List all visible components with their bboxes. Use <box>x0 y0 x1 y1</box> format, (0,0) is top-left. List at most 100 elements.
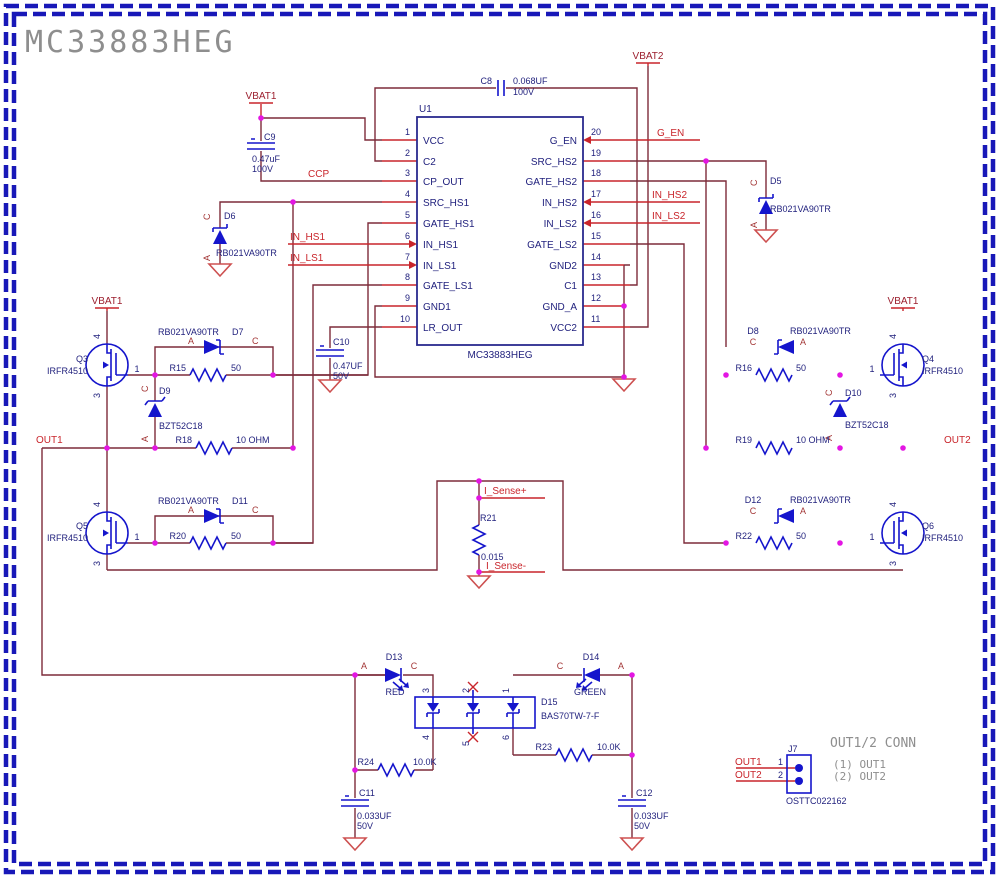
pin-num: 20 <box>591 127 601 137</box>
c9-plates <box>247 138 275 150</box>
pin-name: GATE_LS2 <box>527 240 577 251</box>
q4-symbol <box>880 344 904 386</box>
pin-name: IN_HS2 <box>542 198 577 209</box>
j7-pin1-num: 1 <box>778 757 783 767</box>
r16-val: 50 <box>796 363 806 373</box>
d9-part: BZT52C18 <box>159 421 203 431</box>
d8-c: C <box>750 337 757 347</box>
arrow-in-hs1 <box>409 240 417 248</box>
ic-part: MC33883HEG <box>467 350 532 361</box>
diode-d6: C D6 RB021VA90TR A <box>202 211 277 261</box>
diode-d10: C D10 BZT52C18 A <box>824 388 889 441</box>
r20-zigzag <box>189 535 227 551</box>
d10-bar <box>829 396 851 406</box>
q6-ref: Q6 <box>922 521 934 531</box>
d13-triangle <box>385 668 401 682</box>
d15-ref: D15 <box>541 697 558 707</box>
j7-pin1-pad <box>795 764 803 772</box>
d8-part: RB021VA90TR <box>790 326 851 336</box>
net-i-sense-minus: I_Sense- <box>486 561 526 572</box>
led-d14: C D14 A GREEN <box>557 652 624 697</box>
d15-pin1: 1 <box>501 688 511 693</box>
q3-ref: Q3 <box>76 354 88 364</box>
resistor-r21: R21 0.015 <box>471 513 504 562</box>
resistor-r16: R16 50 <box>735 363 806 383</box>
ground-symbols <box>207 229 779 852</box>
j7-net1: OUT1 <box>735 757 762 768</box>
j7-pin2-pad <box>795 777 803 785</box>
d10-triangle <box>833 403 847 417</box>
q5-arrow <box>103 529 109 537</box>
d8-bar <box>774 339 782 355</box>
ic-body <box>416 116 584 346</box>
pin-num: 8 <box>405 272 410 282</box>
c10-val: 0.47UF <box>333 361 363 371</box>
diode-d12: D12 C RB021VA90TR A <box>745 495 851 524</box>
r23-ref: R23 <box>535 742 552 752</box>
resistor-r15: R15 50 <box>169 363 241 383</box>
d5-part: RB021VA90TR <box>770 204 831 214</box>
d15-diode3 <box>507 703 519 712</box>
c10-volt: 50V <box>333 371 349 381</box>
gnd-c11 <box>342 837 368 852</box>
page-title: MC33883HEG <box>25 25 236 60</box>
r24-val: 10.0K <box>413 757 437 767</box>
d6-triangle <box>213 230 227 244</box>
d15-no-connect-x <box>467 681 479 743</box>
resistor-r23: R23 10.0K <box>535 742 621 763</box>
junction-dots <box>104 115 906 773</box>
net-in-ls2: IN_LS2 <box>652 211 686 222</box>
r15-val: 50 <box>231 363 241 373</box>
d7-bar <box>216 339 224 355</box>
net-i-sense-plus: I_Sense+ <box>484 486 527 497</box>
q3-part: IRFR4510 <box>47 366 88 376</box>
wire-right <box>623 160 767 544</box>
d15-pin2: 2 <box>461 688 471 693</box>
pin-name: G_EN <box>550 136 577 147</box>
pin-num: 11 <box>591 314 600 324</box>
q5-symbol <box>106 512 128 554</box>
d11-a: A <box>188 505 194 515</box>
c12-plates <box>618 795 646 807</box>
net-g-en: G_EN <box>657 128 684 139</box>
net-in-ls1: IN_LS1 <box>290 253 324 264</box>
pin-name: IN_LS1 <box>423 261 457 272</box>
j7-note1: (1) OUT1 <box>833 758 886 771</box>
d6-bar <box>212 224 228 232</box>
gnd-r21 <box>466 575 492 590</box>
pin-num: 19 <box>591 148 601 158</box>
d5-triangle <box>759 200 773 214</box>
j7-box <box>786 754 812 794</box>
diode-d11: RB021VA90TR D11 A C <box>158 496 259 524</box>
q3-symbol <box>106 344 128 386</box>
d15-part: BAS70TW-7-F <box>541 711 600 721</box>
d5-bar <box>758 194 774 202</box>
wire-bottom <box>354 674 633 838</box>
q5-pin-source: 3 <box>92 561 102 566</box>
d11-ref: D11 <box>232 496 248 506</box>
d10-ref: D10 <box>845 388 862 398</box>
d7-triangle <box>204 340 220 354</box>
d13-arrowhead2 <box>403 682 409 688</box>
d14-ref: D14 <box>583 652 600 662</box>
d15-box <box>414 696 536 729</box>
d9-bar <box>144 396 166 406</box>
pin-name: C1 <box>564 281 577 292</box>
r22-zigzag <box>755 535 793 551</box>
q6-symbol <box>880 512 904 554</box>
j7-conn-title: OUT1/2 CONN <box>830 736 916 751</box>
pin-num: 7 <box>405 252 410 262</box>
resistor-r19: R19 10 OHM <box>735 435 830 456</box>
gnd-ic <box>611 378 637 393</box>
capacitor-c12: C12 0.033UF 50V <box>618 788 669 831</box>
q6-pin-gate: 1 <box>869 532 874 542</box>
d6-ref: D6 <box>224 211 236 221</box>
r22-ref: R22 <box>735 531 752 541</box>
pin-num: 6 <box>405 231 410 241</box>
c11-volt: 50V <box>357 821 373 831</box>
led-d13: A D13 C RED <box>361 652 418 697</box>
gnd-d6 <box>207 263 233 278</box>
pin-name: GATE_HS2 <box>526 177 578 188</box>
pin-num: 18 <box>591 168 601 178</box>
c12-val: 0.033UF <box>634 811 669 821</box>
